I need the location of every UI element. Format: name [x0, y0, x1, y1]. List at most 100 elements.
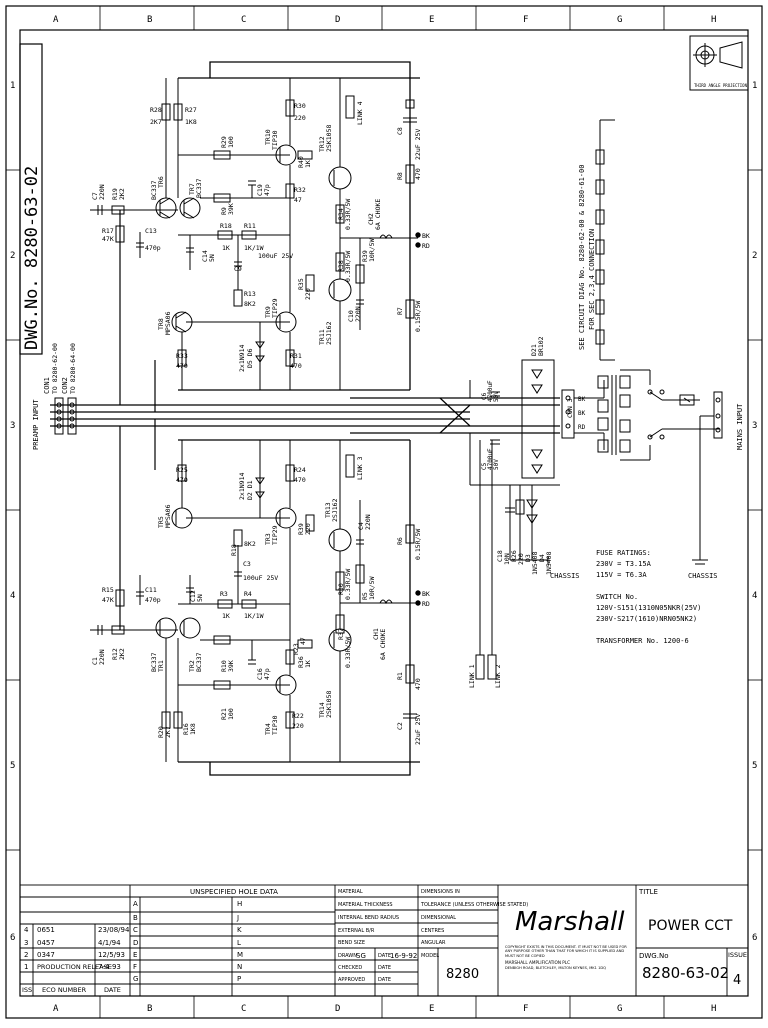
tr2-label: TR2	[188, 660, 196, 672]
c1-label: C1	[91, 657, 99, 665]
tr13-type: 2SJ162	[331, 498, 339, 522]
hole-letter: C	[133, 926, 138, 934]
projection-symbol: THIRD ANGLE PROJECTION	[689, 35, 749, 91]
grid-col-label: C	[241, 1004, 246, 1014]
r31-label: R31	[290, 352, 302, 360]
lower-bk: BK	[422, 590, 430, 598]
r39-value: 10R/5W	[368, 238, 376, 262]
c6-volt: 50V	[493, 391, 500, 402]
r3-label: R3	[220, 590, 228, 598]
grid-col-label: D	[335, 15, 340, 25]
c19-label: C19	[256, 184, 264, 196]
angular-label: ANGULAR	[421, 940, 446, 946]
r38-label: R38	[337, 260, 345, 272]
c6-value: 4700uF	[487, 380, 494, 402]
c19-value: 47p	[263, 184, 271, 196]
r3-value: 1K	[222, 612, 230, 620]
upper-rd: RD	[422, 242, 430, 250]
grid-labels: A B C D E F G H A B C D E F G H 1 2 3 4 …	[10, 15, 757, 1014]
grid-row-label: 1	[752, 81, 757, 91]
model-label: MODEL	[421, 953, 439, 959]
r11-label: R11	[244, 222, 256, 230]
tr3-type: TIP29	[271, 525, 279, 545]
r22-label: R22	[292, 712, 304, 720]
r5-value: 10R/5W	[368, 576, 376, 600]
rev-date: 23/08/94	[98, 926, 130, 934]
company-name: MARSHALL AMPLIFICATION PLC	[505, 960, 571, 966]
c14-value: 5N	[208, 254, 216, 262]
hole-letter: G	[133, 975, 138, 983]
tr7-label: TR7	[188, 183, 196, 195]
con1-label: CON1	[43, 377, 51, 394]
r9-value: 39K	[227, 203, 235, 215]
r24-label: R24	[294, 466, 306, 474]
fuse-title: FUSE RATINGS:	[596, 549, 651, 557]
dwg-no: 8280-63-02	[642, 964, 729, 982]
r10-label: R10	[220, 660, 228, 672]
hole-letter: N	[237, 963, 242, 971]
rev-date: 12/5/93	[98, 951, 125, 959]
c4-label: C4	[357, 522, 365, 530]
r16-label: R16	[182, 723, 190, 735]
c1-value: 220N	[98, 649, 106, 665]
grid-col-label: A	[53, 1004, 59, 1014]
tr1-label: TR1	[157, 660, 165, 672]
preamp-input-label: PREAMP INPUT	[32, 399, 40, 450]
date-header: DATE	[104, 986, 121, 994]
checked-label: CHECKED	[338, 965, 362, 971]
con1-ref: TO 8280-62-00	[51, 343, 59, 394]
mains-switch: MAINS INPUT CHASSIS	[647, 370, 744, 580]
br-type: BR102	[537, 336, 545, 356]
c14-label: C14	[201, 250, 209, 262]
link4-label: LINK 4	[356, 101, 364, 125]
c3-value: 100uF 25V	[243, 574, 278, 582]
c5-volt: 50V	[493, 459, 500, 470]
tr3-label: TR3	[264, 533, 272, 545]
tr12-label: TR12	[318, 136, 326, 152]
mains-input-label: MAINS INPUT	[736, 403, 744, 450]
material-thickness-label: MATERIAL THICKNESS	[338, 902, 393, 908]
r6-label: R6	[396, 537, 404, 545]
r24-value: 470	[294, 476, 306, 484]
tr10-type: TIP30	[271, 130, 279, 150]
switch-120v: 120V-S151(1310N05NKR(25V)	[596, 604, 701, 612]
grid-col-label: E	[429, 15, 434, 25]
tr6-label: TR6	[157, 176, 165, 188]
c12-label: C12	[189, 590, 197, 602]
hole-letter: D	[133, 939, 138, 947]
tr14-type: 2SK1058	[325, 691, 333, 718]
date-label-checked: DATE	[378, 965, 391, 971]
c2-label: C2	[396, 722, 404, 730]
r39b-label: R39	[297, 523, 305, 535]
d3-label: D3	[524, 554, 532, 562]
tr11-label: TR11	[318, 329, 326, 345]
tr8-label: TR8	[157, 318, 165, 330]
dwg-no-label: DWG.No	[639, 952, 668, 960]
grid-col-label: H	[711, 15, 716, 25]
c8-value: 22uF 25V	[414, 129, 422, 160]
c12-value: 5N	[196, 594, 204, 602]
hole-letter: J	[236, 914, 239, 922]
fuse-115: 115V = T6.3A	[596, 571, 647, 579]
transformer-note: TRANSFORMER No. 1200-6	[596, 637, 689, 645]
tr12-type: 2SK1058	[325, 125, 333, 152]
rev-date: 7-4-93	[98, 963, 121, 971]
unspecified-hole-data: UNSPECIFIED HOLE DATA	[190, 888, 278, 896]
grid-col-label: H	[711, 1004, 716, 1014]
r20-value: 2K7	[164, 726, 172, 738]
r7-value: 0.15R/5W	[414, 301, 422, 332]
external-bend-label: EXTERNAL B/R	[338, 928, 375, 934]
c6-label: C6	[481, 392, 488, 400]
r5-label: R5	[361, 592, 369, 600]
tr9-type: TIP29	[271, 298, 279, 318]
c11-value: 470p	[145, 596, 161, 604]
approved-label: APPROVED	[338, 977, 365, 983]
grid-row-label: 4	[752, 591, 757, 601]
r18-label: R18	[220, 222, 232, 230]
rev-eco: 0347	[37, 951, 55, 959]
rev-iss: 3	[24, 939, 28, 947]
issue-label: ISSUE	[728, 951, 747, 959]
grid-col-label: B	[147, 1004, 152, 1014]
tr9-label: TR9	[264, 306, 272, 318]
